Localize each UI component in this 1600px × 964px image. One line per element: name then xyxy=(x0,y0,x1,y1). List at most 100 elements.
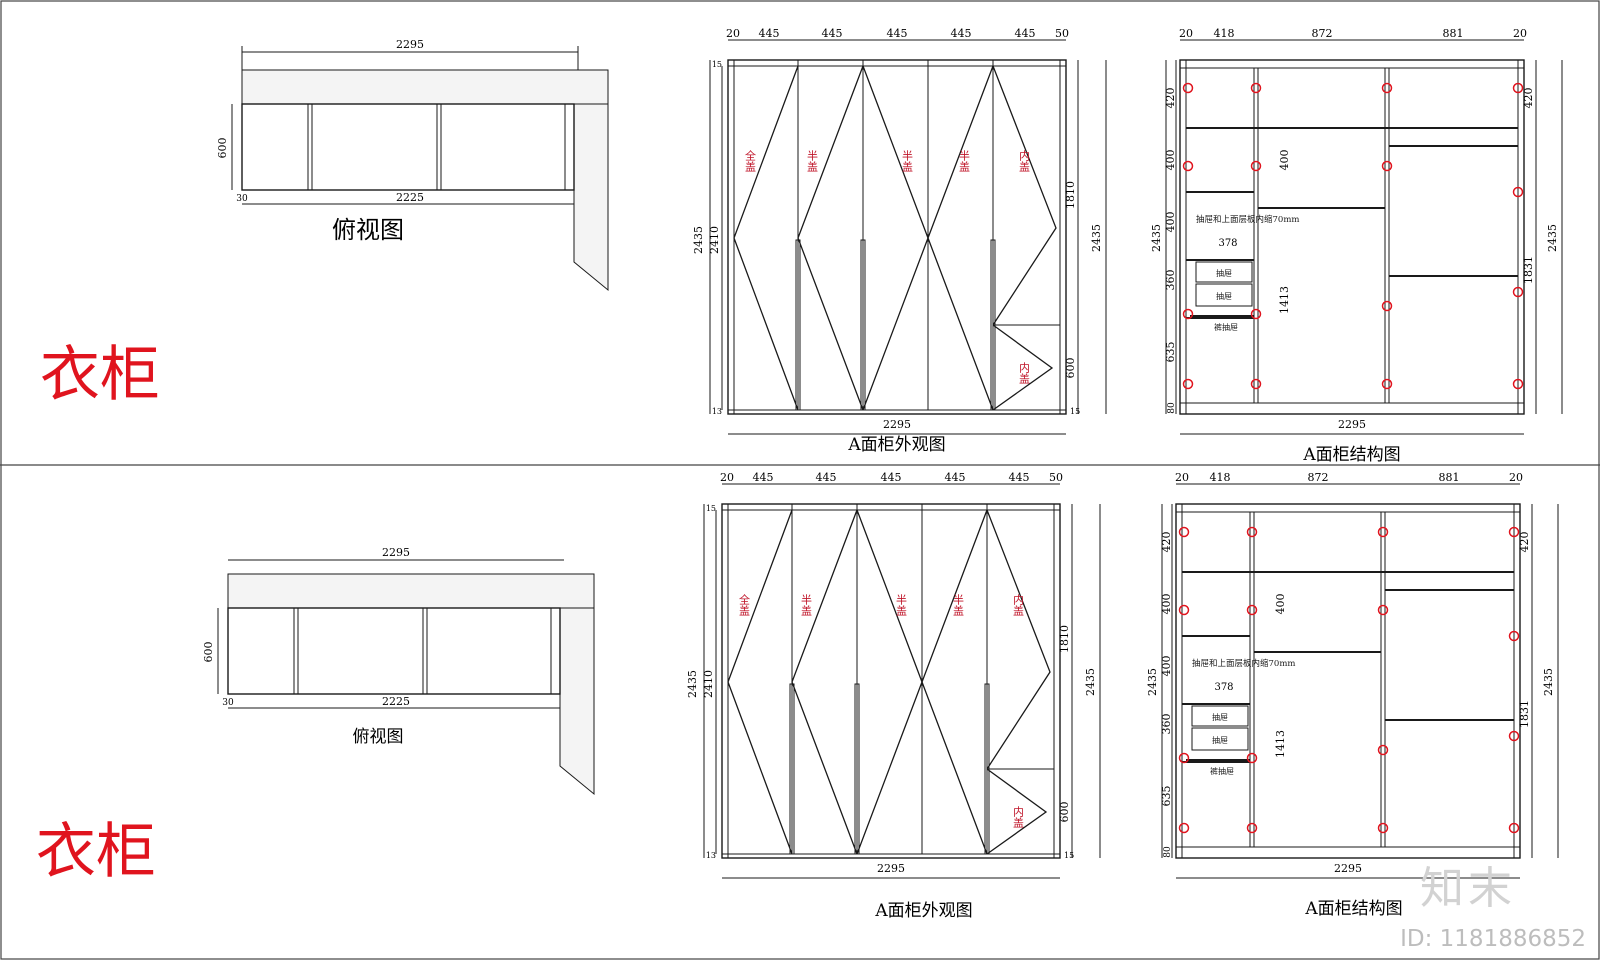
dim: 2435 xyxy=(686,670,699,698)
rack-label: 裤抽屉 xyxy=(1210,766,1234,776)
door-labels: 全盖 半盖 半盖 半盖 内盖 内盖 xyxy=(744,149,1031,384)
dim: 400 xyxy=(1160,594,1173,615)
watermark-id: ID: 1181886852 xyxy=(1400,926,1586,952)
elevation-title: A面柜外观图 xyxy=(874,901,972,921)
swing-mark xyxy=(927,65,994,411)
elevation-view: 全盖 半盖 半盖 半盖 内盖 内盖 20 445 445 445 445 445… xyxy=(692,27,1107,455)
dim-depth: 600 xyxy=(202,642,215,663)
dim: 20 xyxy=(726,27,740,40)
rack-label: 裤抽屉 xyxy=(1214,322,1238,332)
dim: 20 xyxy=(720,471,734,484)
cabinet-plan xyxy=(241,103,575,191)
dim: 2435 xyxy=(1542,668,1555,696)
dim: 2435 xyxy=(1146,668,1159,696)
dim: 445 xyxy=(887,27,908,40)
drawer-label: 抽屉 xyxy=(1216,268,1232,278)
door-label: 半盖 xyxy=(952,593,965,616)
swing-mark xyxy=(992,324,1054,411)
dim: 360 xyxy=(1160,714,1173,735)
drawer-label: 抽屉 xyxy=(1212,735,1228,745)
dim: 600 xyxy=(1058,802,1071,823)
dim: 2435 xyxy=(1546,224,1559,252)
drawer-label: 抽屉 xyxy=(1212,712,1228,722)
swing-mark xyxy=(992,65,1057,326)
handle xyxy=(860,239,866,411)
dim: 635 xyxy=(1164,342,1177,363)
dim: 378 xyxy=(1214,682,1233,693)
door-label: 半盖 xyxy=(958,149,971,172)
dim: 445 xyxy=(759,27,780,40)
structure-title: A面柜结构图 xyxy=(1304,899,1402,919)
panel-2: 衣柜 2295 2225 30 600 俯视图 xyxy=(36,471,1559,921)
dim: 20 xyxy=(1513,27,1527,40)
plan-view: 2295 2225 30 600 俯视图 xyxy=(216,38,609,292)
dim: 1831 xyxy=(1518,700,1531,728)
dim: 445 xyxy=(822,27,843,40)
dim: 600 xyxy=(1064,358,1077,379)
dim: 445 xyxy=(816,471,837,484)
drawer-label: 抽屉 xyxy=(1216,291,1232,301)
dim: 872 xyxy=(1308,471,1329,484)
dim: 50 xyxy=(1049,471,1063,484)
dim: 80 xyxy=(1167,402,1177,414)
elevation-view: 全盖 半盖 半盖 半盖 内盖 内盖 20 445 445 445 445 445… xyxy=(686,471,1101,921)
door-label: 内盖 xyxy=(1018,149,1031,172)
dim: 13 xyxy=(712,407,722,416)
dim: 445 xyxy=(1015,27,1036,40)
door-label: 半盖 xyxy=(895,593,908,616)
dim: 20 xyxy=(1175,471,1189,484)
dim: 378 xyxy=(1218,238,1237,249)
door-label: 内盖 xyxy=(1012,805,1025,828)
dim: 400 xyxy=(1164,150,1177,171)
dim: 418 xyxy=(1210,471,1231,484)
plan-title: 俯视图 xyxy=(353,727,404,747)
drawer xyxy=(1195,283,1253,307)
dim: 400 xyxy=(1278,150,1291,171)
dim: 2295 xyxy=(1338,418,1366,431)
dim: 2435 xyxy=(1090,224,1103,252)
structure-note: 抽屉和上面层板内缩70mm xyxy=(1192,658,1295,669)
dim: 2295 xyxy=(883,418,911,431)
dim: 635 xyxy=(1160,786,1173,807)
swing-mark xyxy=(862,65,929,411)
dim: 15 xyxy=(1064,851,1074,860)
dim: 445 xyxy=(945,471,966,484)
dim: 400 xyxy=(1274,594,1287,615)
wall-side xyxy=(573,103,609,292)
dim: 420 xyxy=(1160,532,1173,553)
dim: 445 xyxy=(951,27,972,40)
dim: 418 xyxy=(1214,27,1235,40)
dim: 400 xyxy=(1160,656,1173,677)
wall-top xyxy=(241,69,609,105)
door-label: 半盖 xyxy=(901,149,914,172)
dim-depth: 600 xyxy=(216,138,229,159)
dim: 872 xyxy=(1312,27,1333,40)
dim: 20 xyxy=(1509,471,1523,484)
dim: 445 xyxy=(753,471,774,484)
handle xyxy=(795,239,801,411)
dim: 2435 xyxy=(1150,224,1163,252)
panel-1: 衣柜 2295 2225 30 600 俯视图 xyxy=(40,27,1563,465)
dim-width-inner: 2225 xyxy=(396,191,424,204)
watermark-logo: 知末 xyxy=(1420,863,1516,914)
panel-title: 衣柜 xyxy=(36,817,156,887)
plan-title: 俯视图 xyxy=(332,216,404,244)
dim: 881 xyxy=(1439,471,1460,484)
panel-title: 衣柜 xyxy=(40,340,160,410)
swing-mark xyxy=(733,65,799,411)
dim: 1810 xyxy=(1064,181,1077,209)
dim: 1413 xyxy=(1274,730,1287,758)
door-label: 半盖 xyxy=(806,149,819,172)
structure-outline xyxy=(1179,59,1525,415)
dim: 2410 xyxy=(702,670,715,698)
dim: 2295 xyxy=(877,862,905,875)
dim: 1810 xyxy=(1058,625,1071,653)
dim: 13 xyxy=(706,851,716,860)
dim: 2295 xyxy=(1334,862,1362,875)
handle xyxy=(990,239,996,411)
dim: 881 xyxy=(1443,27,1464,40)
dim: 420 xyxy=(1522,88,1535,109)
door-label: 全盖 xyxy=(744,149,757,172)
